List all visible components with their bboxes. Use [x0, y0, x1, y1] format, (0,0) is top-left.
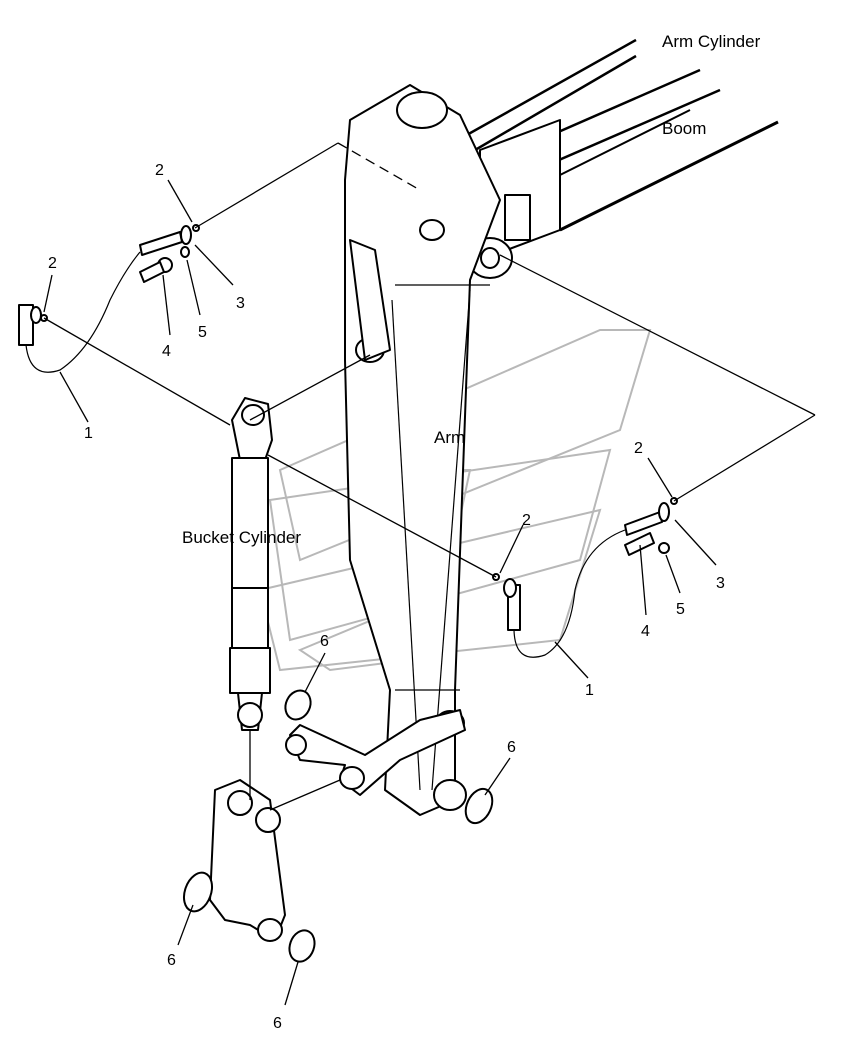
callout-2-right: 2 [634, 440, 643, 457]
leader-lines [43, 179, 717, 1006]
arm-body [344, 84, 501, 816]
callout-2-mid: 2 [522, 512, 531, 529]
callout-1-right: 1 [585, 682, 594, 699]
callout-4-right: 4 [641, 623, 650, 640]
bucket-cylinder [229, 397, 273, 731]
label-bucket-cylinder: Bucket Cylinder [182, 528, 301, 547]
callout-1-left: 1 [84, 425, 93, 442]
linkage [209, 709, 466, 942]
callout-4-left: 4 [162, 343, 171, 360]
callout-2-top: 2 [155, 162, 164, 179]
label-arm-cylinder: Arm Cylinder [662, 32, 761, 51]
callout-6-a: 6 [320, 633, 329, 650]
callout-3-left: 3 [236, 295, 245, 312]
label-boom: Boom [662, 119, 706, 138]
callout-5-left: 5 [198, 324, 207, 341]
callout-6-d: 6 [273, 1015, 282, 1032]
shims [182, 689, 494, 963]
callout-6-c: 6 [167, 952, 176, 969]
grease-hose-right [492, 497, 678, 658]
callout-5-right: 5 [676, 601, 685, 618]
label-arm: Arm [434, 428, 465, 447]
callout-3-right: 3 [716, 575, 725, 592]
assembly-lines [43, 142, 816, 811]
callout-2-left: 2 [48, 255, 57, 272]
callout-6-b: 6 [507, 739, 516, 756]
grease-hose-left [18, 224, 200, 373]
boom-assembly [439, 38, 779, 279]
